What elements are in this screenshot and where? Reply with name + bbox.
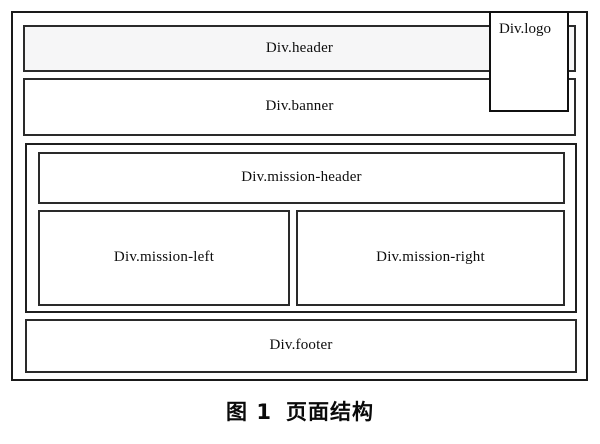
div-logo-label: Div.logo — [499, 21, 551, 37]
figure-caption-number: 图 1 — [226, 400, 272, 424]
div-mission-right-box: Div.mission-right — [296, 210, 565, 306]
div-mission-right-label: Div.mission-right — [376, 249, 485, 266]
figure-caption-title: 页面结构 — [285, 400, 374, 424]
div-mission-header-label: Div.mission-header — [241, 169, 362, 186]
div-mission-header-box: Div.mission-header — [38, 152, 565, 204]
div-header-box: Div.header — [23, 25, 576, 72]
figure-caption: 图 1 页面结构 — [0, 396, 600, 426]
div-banner-box: Div.banner — [23, 78, 576, 136]
div-banner-label: Div.banner — [265, 98, 334, 115]
div-mission-left-label: Div.mission-left — [113, 249, 215, 266]
div-footer-label: Div.footer — [269, 337, 333, 354]
div-logo-box: Div.logo — [489, 11, 569, 112]
div-header-label: Div.header — [265, 39, 334, 56]
div-mission-container: Div.mission-header Div.mission-left Div.… — [25, 143, 577, 313]
div-footer-box: Div.footer — [25, 319, 577, 373]
div-mission-left-box: Div.mission-left — [38, 210, 290, 306]
